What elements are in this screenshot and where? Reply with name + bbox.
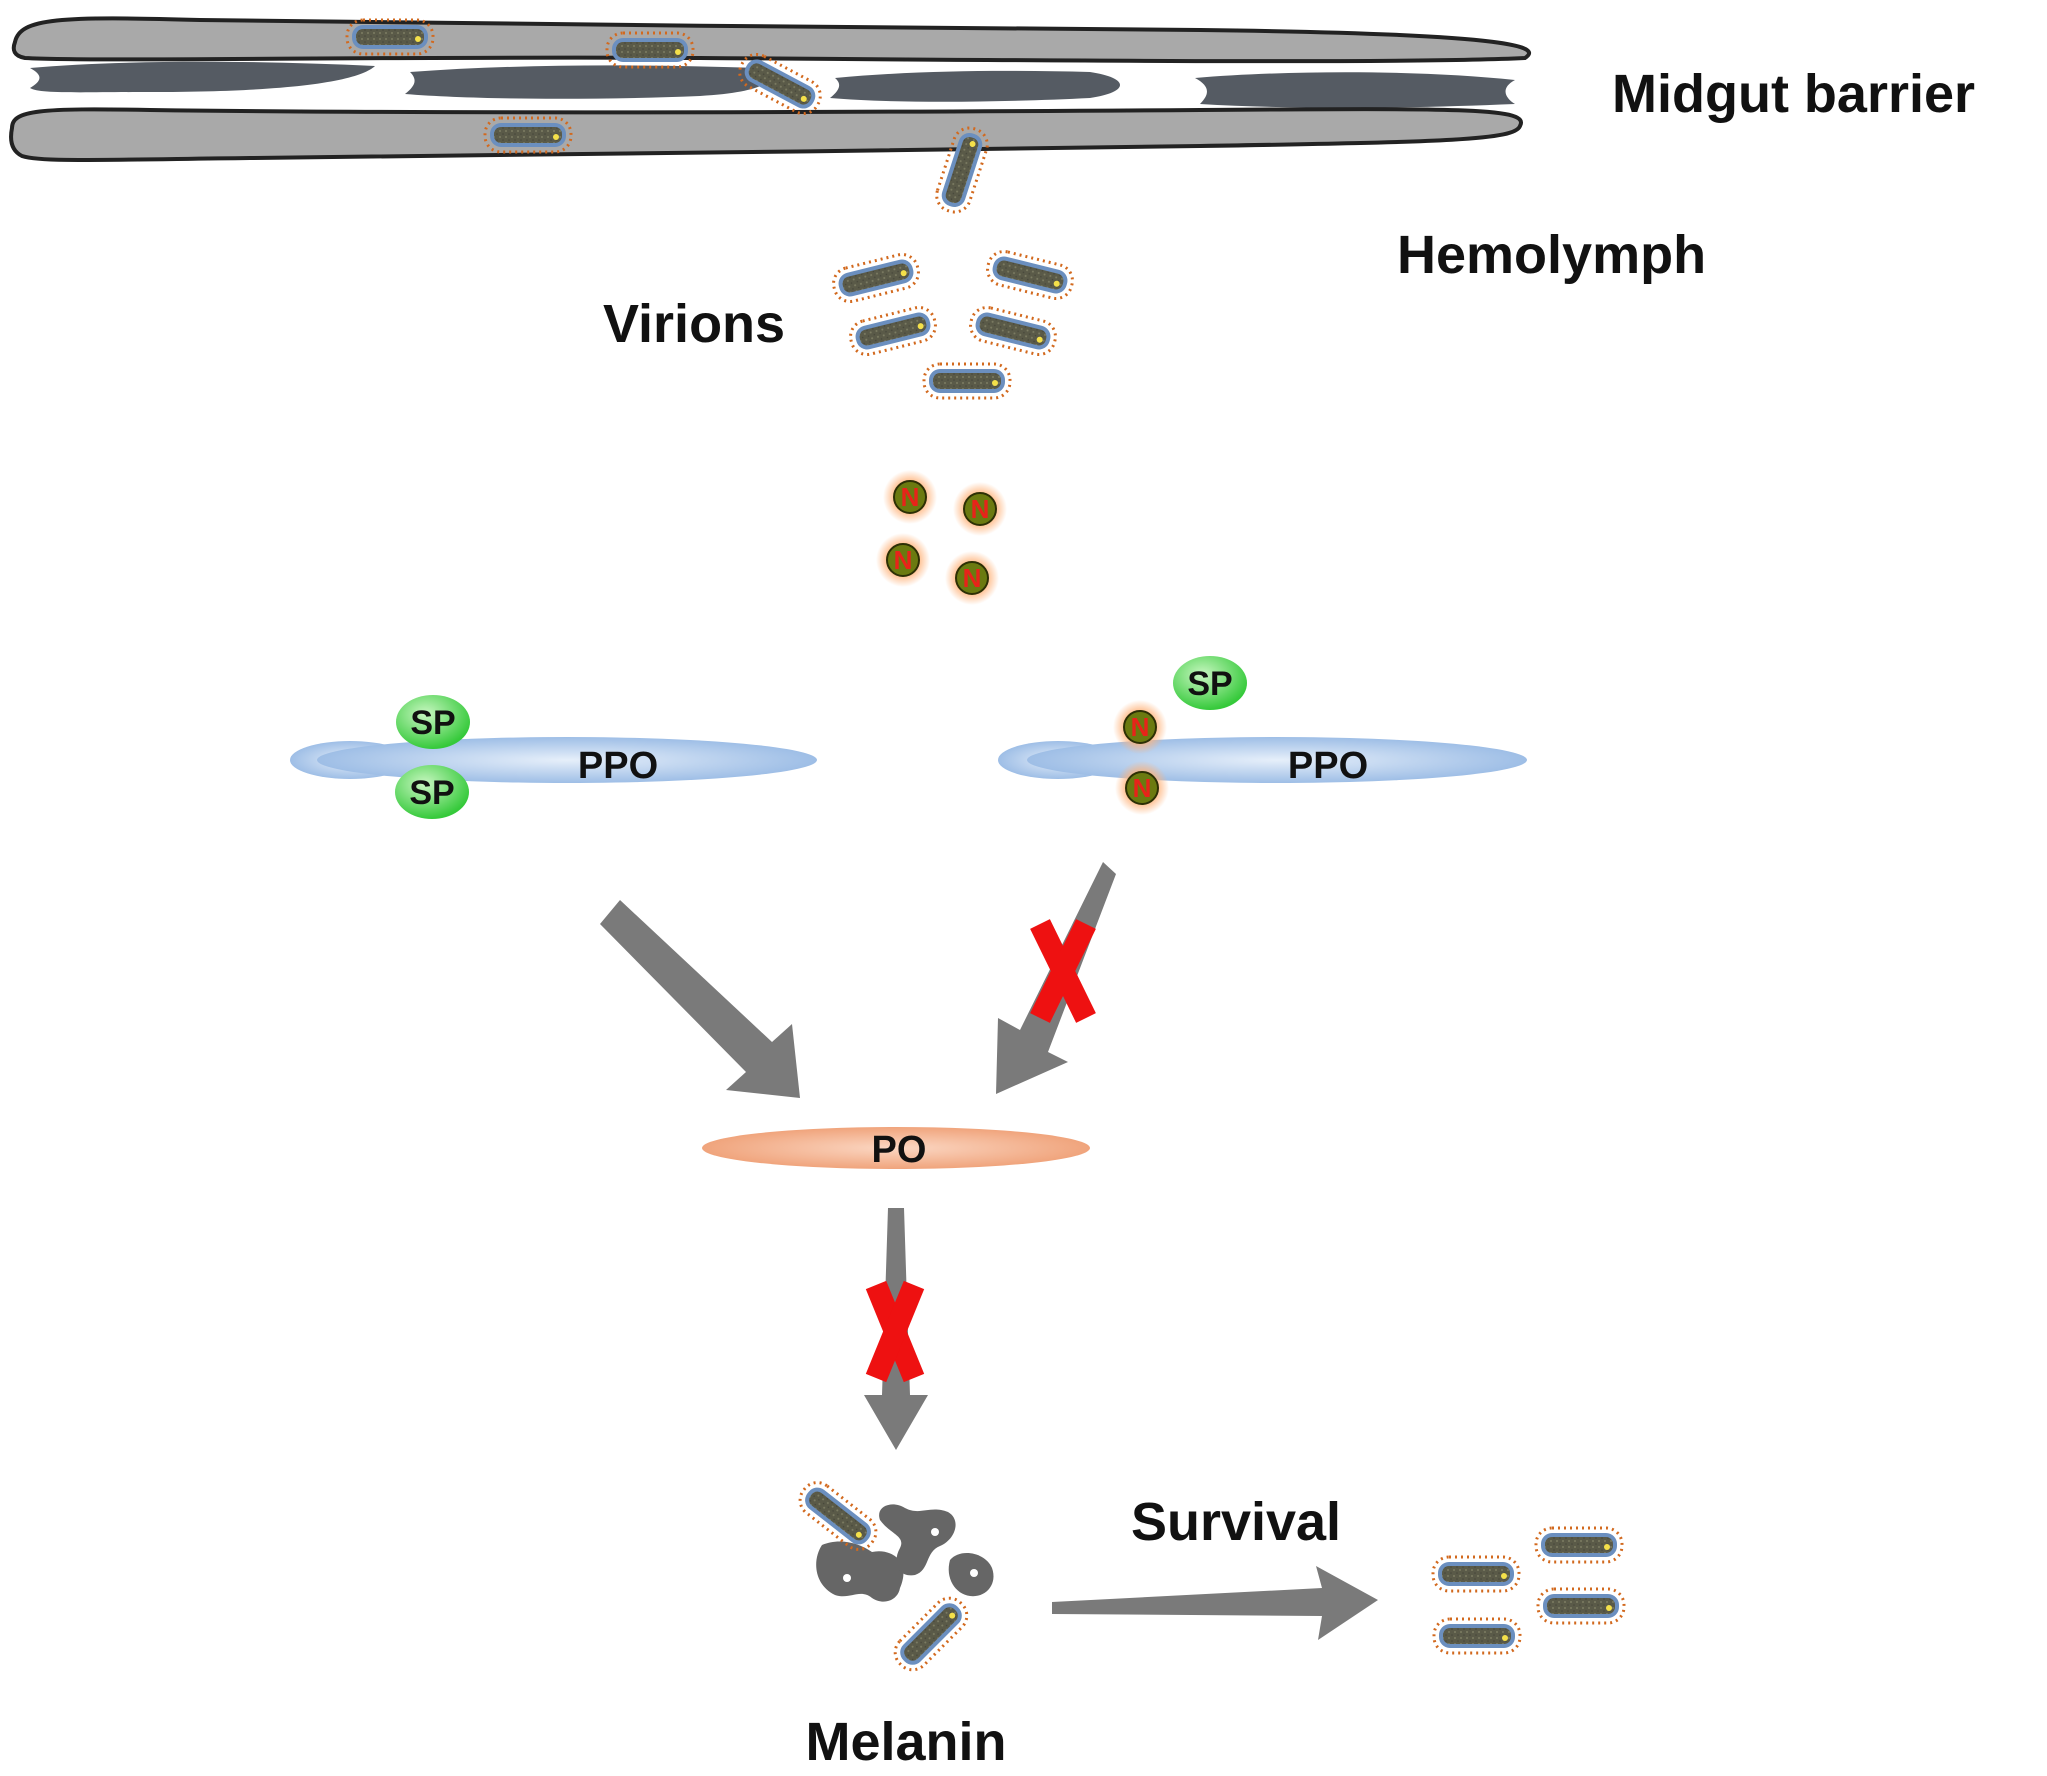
nucleocapsid-n-icon: N <box>882 469 938 525</box>
midgut-cell-dark-3 <box>830 70 1120 102</box>
serine-protease-icon: SP <box>396 695 470 749</box>
survival-label: Survival <box>1131 1492 1341 1552</box>
virion-icon <box>1432 1617 1522 1655</box>
ppo-molecule <box>1027 737 1527 783</box>
virion-icon <box>965 302 1061 360</box>
ppo-label: PPO <box>1288 745 1368 787</box>
ppo-n-complex: PPO N N SP <box>998 656 1527 816</box>
svg-text:N: N <box>1133 773 1152 803</box>
ppo-molecule <box>317 737 817 783</box>
midgut-cell-dark-4 <box>1195 72 1515 108</box>
svg-text:N: N <box>894 545 913 575</box>
melanin-label: Melanin <box>805 1712 1006 1772</box>
midgut-cell-dark-2 <box>405 65 770 99</box>
ppo-label: PPO <box>578 745 658 787</box>
nucleocapsid-n-icon: N <box>1112 699 1168 755</box>
serine-protease-icon: SP <box>1173 656 1247 710</box>
ppo-sp-complex: PPO SP SP <box>290 695 817 819</box>
melanin-icon <box>792 1474 994 1678</box>
svg-text:N: N <box>1131 712 1150 742</box>
svg-text:SP: SP <box>1187 665 1232 703</box>
nucleocapsid-n-icon: N <box>944 550 1000 606</box>
midgut-cell-bottom <box>9 107 1523 162</box>
virion-icon <box>922 362 1012 400</box>
nucleocapsid-n-icon: N <box>1114 760 1170 816</box>
virions-label: Virions <box>603 294 785 354</box>
activation-arrow <box>600 900 800 1098</box>
survival-arrow <box>1052 1566 1378 1640</box>
virion-icon <box>982 246 1078 304</box>
svg-text:N: N <box>963 563 982 593</box>
nucleocapsid-n-icon: N <box>875 532 931 588</box>
po-molecule <box>702 1127 1090 1169</box>
midgut-cell-dark-1 <box>30 61 375 93</box>
svg-text:SP: SP <box>410 704 455 742</box>
virion-icon <box>1431 1555 1521 1593</box>
midgut-cell-top <box>11 16 1532 64</box>
midgut-barrier <box>9 16 1532 218</box>
serine-protease-icon: SP <box>395 765 469 819</box>
virion-icon <box>887 1590 975 1678</box>
virion-icon <box>828 249 924 307</box>
po-label: PO <box>872 1129 927 1171</box>
nucleocapsid-n-icon: N <box>952 481 1008 537</box>
hemolymph-label: Hemolymph <box>1397 225 1706 285</box>
midgut-barrier-label: Midgut barrier <box>1612 64 1975 124</box>
svg-text:SP: SP <box>409 774 454 812</box>
block-x-icon <box>1030 919 1096 1023</box>
block-x-icon <box>865 1280 925 1383</box>
svg-text:N: N <box>901 482 920 512</box>
surviving-virions <box>1431 1526 1626 1655</box>
virion-cluster <box>828 246 1078 400</box>
svg-text:N: N <box>971 494 990 524</box>
nucleocapsid-cluster: N N N N <box>875 469 1008 606</box>
virion-icon <box>1534 1526 1624 1564</box>
virion-icon <box>1536 1587 1626 1625</box>
virion-icon <box>845 302 941 360</box>
